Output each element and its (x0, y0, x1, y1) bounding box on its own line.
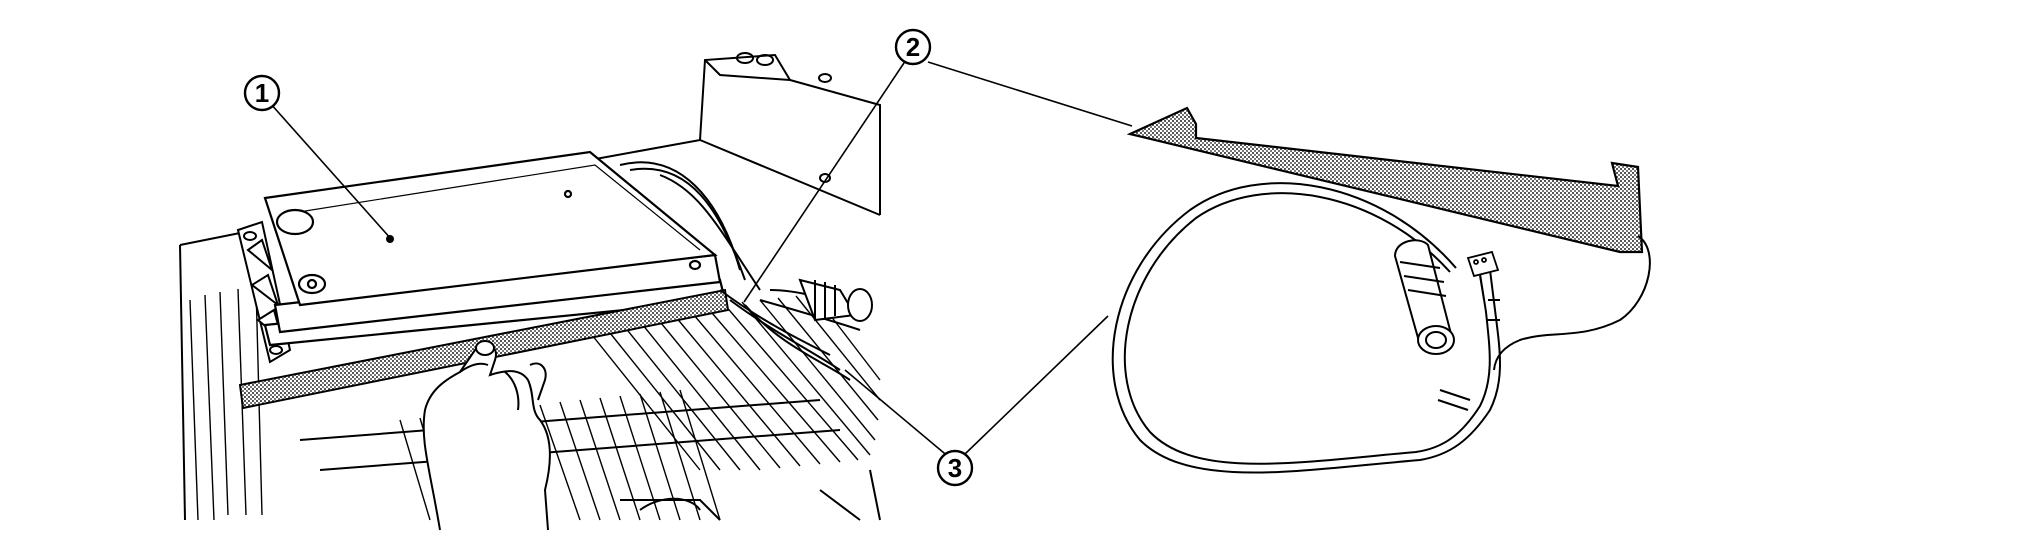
control-unit (263, 150, 727, 347)
vehicle-floor-area (179, 52, 881, 521)
unit-callout-dot (386, 235, 394, 243)
round-connector (1393, 239, 1455, 355)
callout-1-number: 1 (255, 78, 269, 108)
box-wiring-harness (619, 161, 873, 381)
leader-lines (261, 53, 1133, 459)
callout-2: 2 (894, 28, 932, 66)
terminal-block (1466, 250, 1500, 301)
wiring-harness-cable (1111, 182, 1651, 474)
callout-3-number: 3 (948, 453, 962, 483)
callout-2-number: 2 (906, 32, 920, 62)
callout-3: 3 (936, 449, 974, 487)
callout-1: 1 (243, 74, 281, 112)
foam-tape-piece (1126, 106, 1644, 254)
hand-illustration (422, 340, 551, 531)
